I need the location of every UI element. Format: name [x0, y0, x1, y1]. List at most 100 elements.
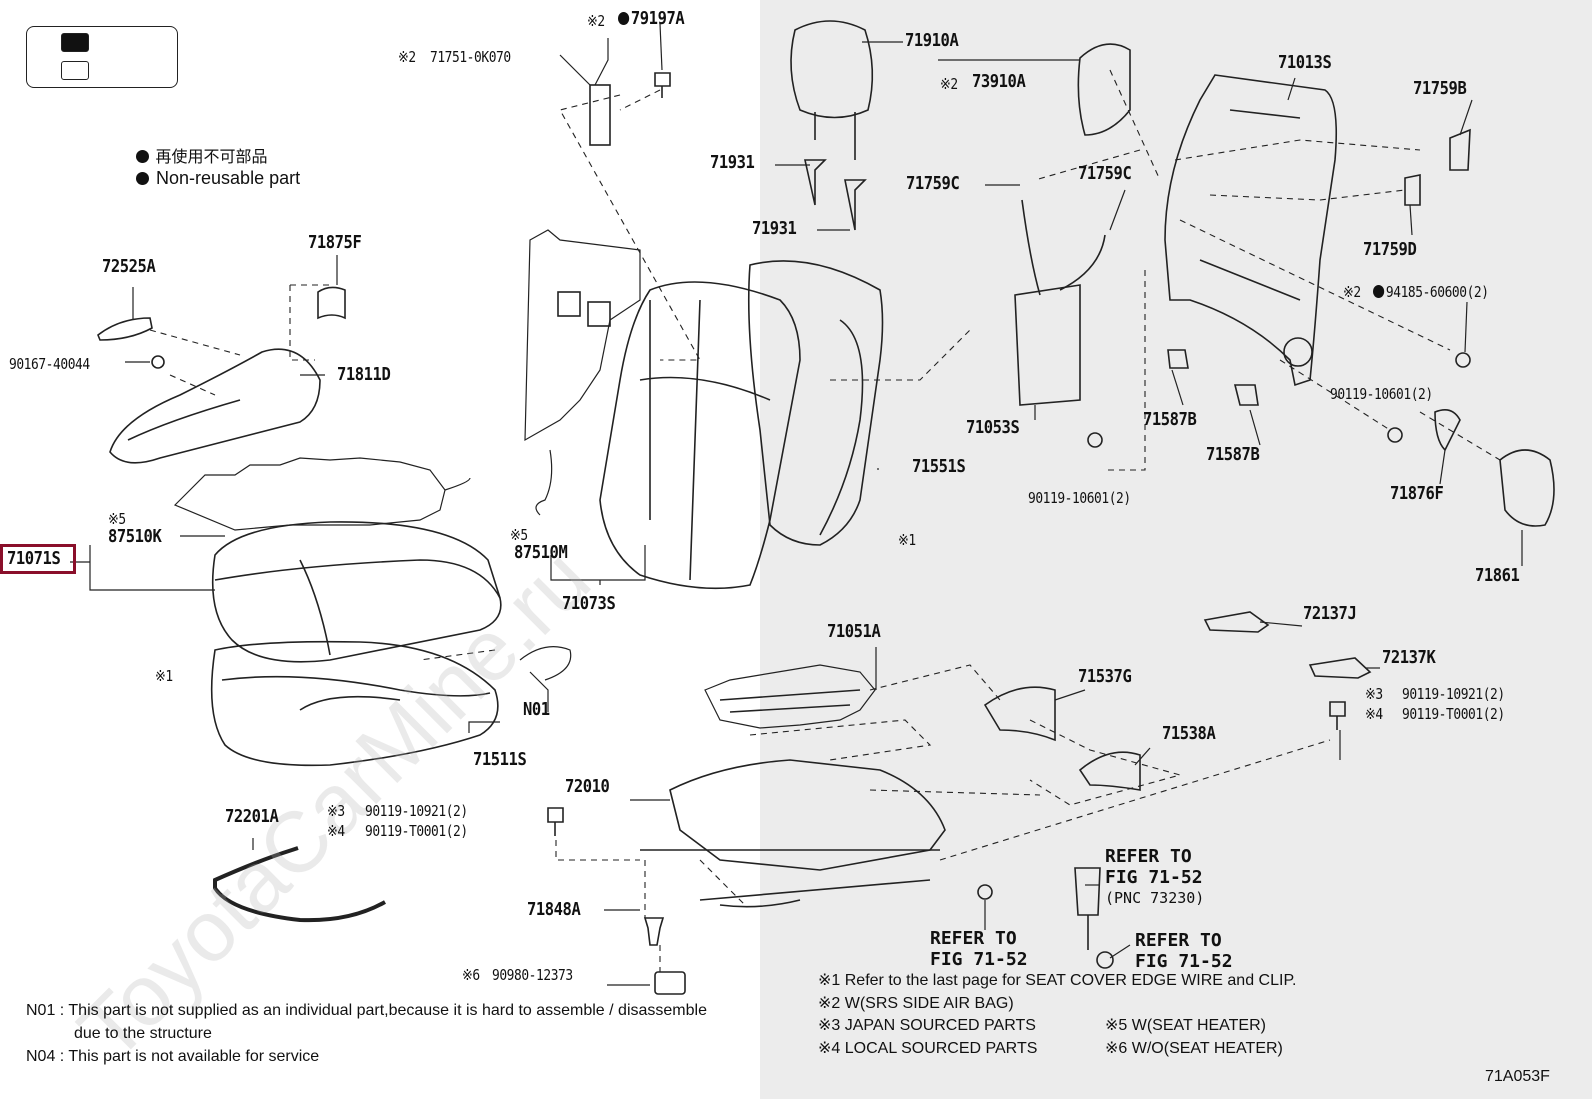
part-label-71931-a[interactable]: 71931: [710, 152, 755, 173]
legend-swatch-dark: [61, 33, 89, 52]
legend-swatch-light: [61, 61, 89, 80]
part-label-71073S[interactable]: 71073S: [562, 593, 616, 614]
refer-to-block-3[interactable]: REFER TO FIG 71-52: [1135, 930, 1233, 972]
part-label-72137J[interactable]: 72137J: [1303, 603, 1357, 624]
part-label-71848A[interactable]: 71848A: [527, 899, 581, 920]
backboard-shape: [524, 229, 641, 442]
note-mark: ※5: [510, 526, 528, 544]
seat-wire-shape: [213, 846, 386, 923]
note-mark: ※1: [898, 531, 916, 549]
part-label-90119-T0001-a[interactable]: 90119-T0001(2): [365, 822, 468, 840]
part-label-90119-10921-b[interactable]: 90119-10921(2): [1402, 685, 1505, 703]
key-note-1: ※1 Refer to the last page for SEAT COVER…: [818, 972, 1297, 989]
headrest-shape: [790, 20, 874, 119]
part-label-71587B-b[interactable]: 71587B: [1206, 444, 1260, 465]
legend-nonreusable-en: Non-reusable part: [136, 168, 300, 189]
nonreusable-icon: [618, 12, 630, 25]
part-label-71587B-a[interactable]: 71587B: [1143, 409, 1197, 430]
refer-line: FIG 71-52: [1105, 867, 1203, 888]
side-shield-shape: [109, 348, 321, 464]
part-label-71053S[interactable]: 71053S: [966, 417, 1020, 438]
refer-line: (PNC 73230): [1105, 889, 1205, 907]
part-label-72525A[interactable]: 72525A: [102, 256, 156, 277]
part-label-71759C-a[interactable]: 71759C: [906, 173, 960, 194]
note-mark: ※6: [462, 966, 480, 984]
seat-cushion-cover-shape: [211, 521, 502, 663]
part-label-72010[interactable]: 72010: [565, 776, 610, 797]
footnote-n04: N04 : This part is not available for ser…: [26, 1048, 320, 1065]
bullet-icon: [136, 150, 149, 163]
cushion-pad-shape: [210, 640, 499, 767]
part-label-90119-10601-b[interactable]: 90119-10601(2): [1028, 489, 1131, 507]
nonreusable-icon: [1373, 285, 1385, 298]
part-label-71759C-b[interactable]: 71759C: [1078, 163, 1132, 184]
part-label-71861[interactable]: 71861: [1475, 565, 1520, 586]
note-mark: ※3: [327, 802, 345, 820]
part-label-71511S[interactable]: 71511S: [473, 749, 527, 770]
part-label-94185-60600[interactable]: 94185-60600(2): [1373, 282, 1489, 302]
note-mark: ※2: [587, 12, 605, 30]
refer-line: REFER TO: [1135, 930, 1222, 951]
bullet-icon: [136, 172, 149, 185]
refer-line: REFER TO: [930, 928, 1017, 949]
part-label-79197A[interactable]: 79197A: [618, 9, 685, 29]
part-label-73910A[interactable]: 73910A: [972, 71, 1026, 92]
part-label-71013S[interactable]: 71013S: [1278, 52, 1332, 73]
part-label-72201A[interactable]: 72201A: [225, 806, 279, 827]
note-mark: ※1: [155, 667, 173, 685]
part-label-71051A[interactable]: 71051A: [827, 621, 881, 642]
note-mark: ※4: [327, 822, 345, 840]
key-note-4: ※4 LOCAL SOURCED PARTS: [818, 1040, 1038, 1057]
part-label-71551S[interactable]: 71551S: [912, 456, 966, 477]
recliner-cover-shape: [1499, 449, 1555, 527]
seatback-cover-shape: [599, 281, 801, 590]
part-label-87510K[interactable]: 87510K: [108, 526, 162, 547]
part-label-90980-12373[interactable]: 90980-12373: [492, 966, 573, 984]
highlighted-part-71071S[interactable]: 71071S: [0, 544, 77, 574]
figure-code: 71A053F: [1485, 1068, 1550, 1085]
part-label-71811D[interactable]: 71811D: [337, 364, 391, 385]
note-mark: ※4: [1365, 705, 1383, 723]
part-label-71751-0K070[interactable]: 71751-0K070: [430, 48, 511, 66]
note-mark: ※2: [1343, 283, 1361, 301]
lumbar-support-shape: [1014, 284, 1081, 406]
part-label-71759B[interactable]: 71759B: [1413, 78, 1467, 99]
seatback-frame-shape: [1164, 74, 1338, 387]
part-label-71537G[interactable]: 71537G: [1078, 666, 1132, 687]
part-label-71931-b[interactable]: 71931: [752, 218, 797, 239]
seatback-pad-shape: [747, 260, 884, 546]
side-airbag-shape: [1077, 43, 1131, 136]
part-label-90119-10921-a[interactable]: 90119-10921(2): [365, 802, 468, 820]
key-note-6: ※6 W/O(SEAT HEATER): [1105, 1040, 1283, 1057]
key-note-2: ※2 W(SRS SIDE AIR BAG): [818, 995, 1014, 1012]
refer-to-block-2[interactable]: REFER TO FIG 71-52: [930, 928, 1028, 970]
note-mark: ※2: [940, 75, 958, 93]
part-label-90119-T0001-b[interactable]: 90119-T0001(2): [1402, 705, 1505, 723]
note-mark: ※3: [1365, 685, 1383, 703]
part-label-90119-10601-a[interactable]: 90119-10601(2): [1330, 385, 1433, 403]
refer-to-block-1[interactable]: REFER TO FIG 71-52 (PNC 73230): [1105, 846, 1204, 909]
part-label-N01[interactable]: N01: [523, 699, 550, 720]
part-label-71875F[interactable]: 71875F: [308, 232, 362, 253]
footnote-n01-cont: due to the structure: [74, 1025, 212, 1042]
footnote-n01: N01 : This part is not supplied as an in…: [26, 1002, 707, 1019]
cover-shape: [97, 317, 153, 341]
region-shade: [760, 0, 1592, 1099]
refer-line: FIG 71-52: [930, 949, 1028, 970]
part-label-90167-40044[interactable]: 90167-40044: [9, 355, 90, 373]
key-note-3: ※3 JAPAN SOURCED PARTS: [818, 1017, 1036, 1034]
note-mark: ※2: [398, 48, 416, 66]
part-label-71910A[interactable]: 71910A: [905, 30, 959, 51]
seat-spring-shape: [704, 664, 876, 729]
part-label-71759D[interactable]: 71759D: [1363, 239, 1417, 260]
key-note-5: ※5 W(SEAT HEATER): [1105, 1017, 1266, 1034]
part-label-72137K[interactable]: 72137K: [1382, 647, 1436, 668]
color-legend-box: [26, 26, 178, 88]
part-label-71071S[interactable]: 71071S: [7, 548, 61, 569]
seat-adjuster-shape: [669, 759, 946, 871]
part-label-71538A[interactable]: 71538A: [1162, 723, 1216, 744]
part-label-87510M[interactable]: 87510M: [514, 542, 568, 563]
legend-nonreusable-jp: 再使用不可部品: [136, 143, 267, 167]
part-label-71876F[interactable]: 71876F: [1390, 483, 1444, 504]
